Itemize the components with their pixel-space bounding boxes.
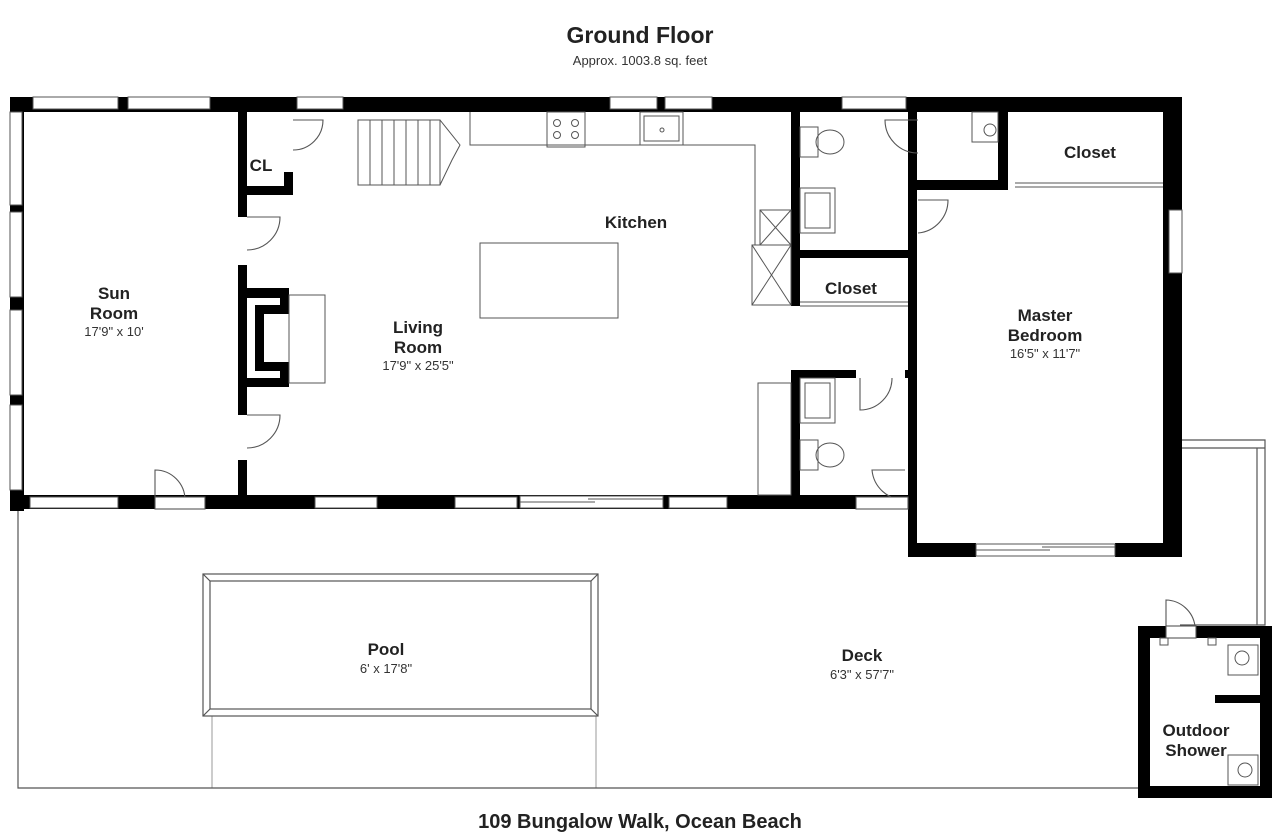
plan-title: Ground Floor [566, 22, 714, 48]
sliding-doors [519, 182, 1163, 557]
room-name: CL [249, 156, 273, 175]
room-name: Pool [367, 640, 405, 659]
room-name: Room [89, 303, 139, 323]
pool-outline [202, 573, 599, 788]
property-address: 109 Bungalow Walk, Ocean Beach [478, 811, 802, 833]
room-living-room: Living Room 17'9" x 25'5" [382, 318, 453, 374]
room-dims: 16'5" x 11'7" [1009, 346, 1081, 362]
room-outdoor-shower: Outdoor Shower [1162, 721, 1229, 760]
room-kitchen: Kitchen [605, 213, 667, 233]
room-closet-mid: Closet [825, 279, 877, 299]
room-name: Room [393, 337, 443, 357]
windows [9, 96, 1183, 509]
room-dims: 6' x 17'8" [359, 660, 413, 676]
room-name: Outdoor [1162, 721, 1230, 740]
room-closet-top: Closet [1064, 143, 1116, 163]
doors [154, 119, 1197, 639]
room-name: Sun [97, 284, 131, 303]
room-dims: 6'3" x 57'7" [829, 666, 895, 682]
room-pool: Pool 6' x 17'8" [360, 640, 412, 676]
room-master-bedroom: Master Bedroom 16'5" x 11'7" [1008, 306, 1083, 362]
room-name: Living [392, 318, 444, 337]
deck-outline [17, 439, 1266, 789]
room-dims: 17'9" x 10' [84, 324, 144, 340]
room-name: Closet [1064, 143, 1116, 162]
room-name: Kitchen [604, 213, 668, 232]
fixtures [288, 111, 1259, 786]
room-cl: CL [250, 156, 273, 176]
room-name: Master [1017, 306, 1073, 325]
walls [10, 97, 1272, 798]
plan-area: Approx. 1003.8 sq. feet [572, 53, 708, 68]
room-sun-room: Sun Room 17'9" x 10' [84, 284, 143, 340]
room-dims: 17'9" x 25'5" [382, 358, 454, 374]
room-name: Closet [825, 279, 877, 298]
room-deck: Deck 6'3" x 57'7" [830, 646, 894, 682]
room-name: Bedroom [1007, 325, 1083, 345]
room-name: Deck [841, 646, 883, 665]
room-name: Shower [1165, 740, 1227, 760]
